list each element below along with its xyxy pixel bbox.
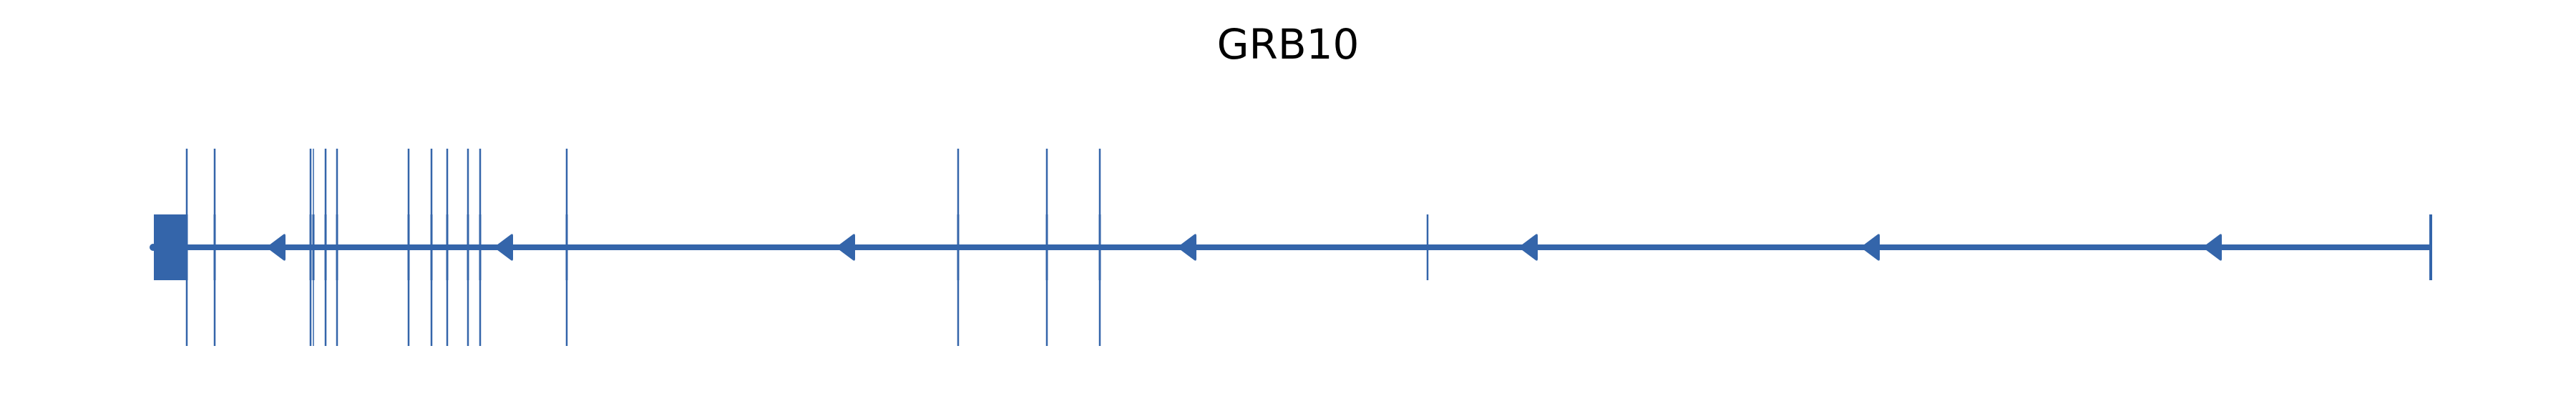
strand-arrow-icon (1518, 234, 1538, 261)
strand-arrow-icon (266, 234, 286, 261)
strand-arrow-icon (836, 234, 855, 261)
exon-block (154, 214, 187, 280)
strand-arrow-icon (494, 234, 513, 261)
gene-title: GRB10 (1216, 20, 1360, 69)
strand-arrow-icon (1860, 234, 1880, 261)
strand-arrow-icon (1177, 234, 1196, 261)
strand-arrow-icon (2202, 234, 2222, 261)
